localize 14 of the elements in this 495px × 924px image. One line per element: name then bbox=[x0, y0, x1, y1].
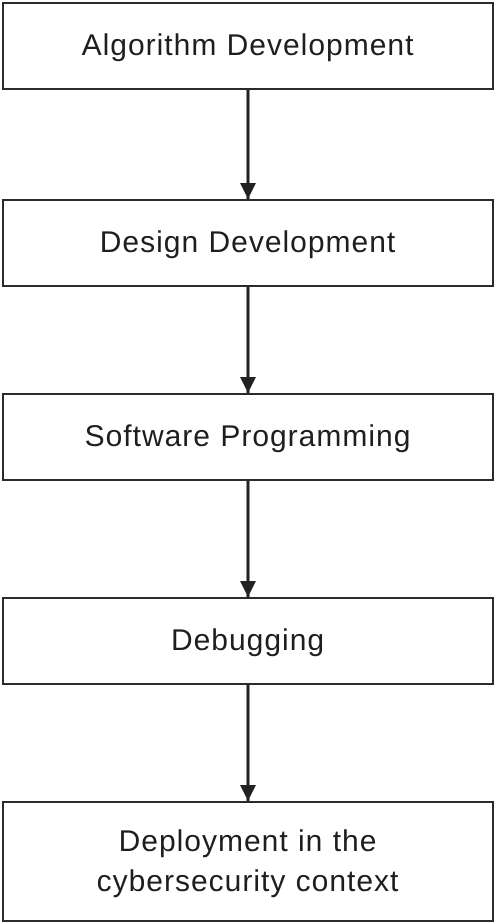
process-label: Debugging bbox=[170, 623, 326, 659]
process-label: Deployment in the cybersecurity context bbox=[96, 824, 400, 900]
process-label: Software Programming bbox=[84, 419, 412, 455]
process-box bbox=[2, 597, 494, 685]
arrow bbox=[240, 685, 256, 801]
process-label: Algorithm Development bbox=[82, 28, 414, 64]
arrow bbox=[240, 481, 256, 597]
arrow bbox=[240, 287, 256, 393]
process-box bbox=[2, 2, 494, 90]
process-box bbox=[2, 393, 494, 481]
process-label: Design Development bbox=[100, 225, 396, 261]
process-box bbox=[2, 801, 494, 922]
arrow bbox=[240, 90, 256, 199]
process-box bbox=[2, 199, 494, 287]
